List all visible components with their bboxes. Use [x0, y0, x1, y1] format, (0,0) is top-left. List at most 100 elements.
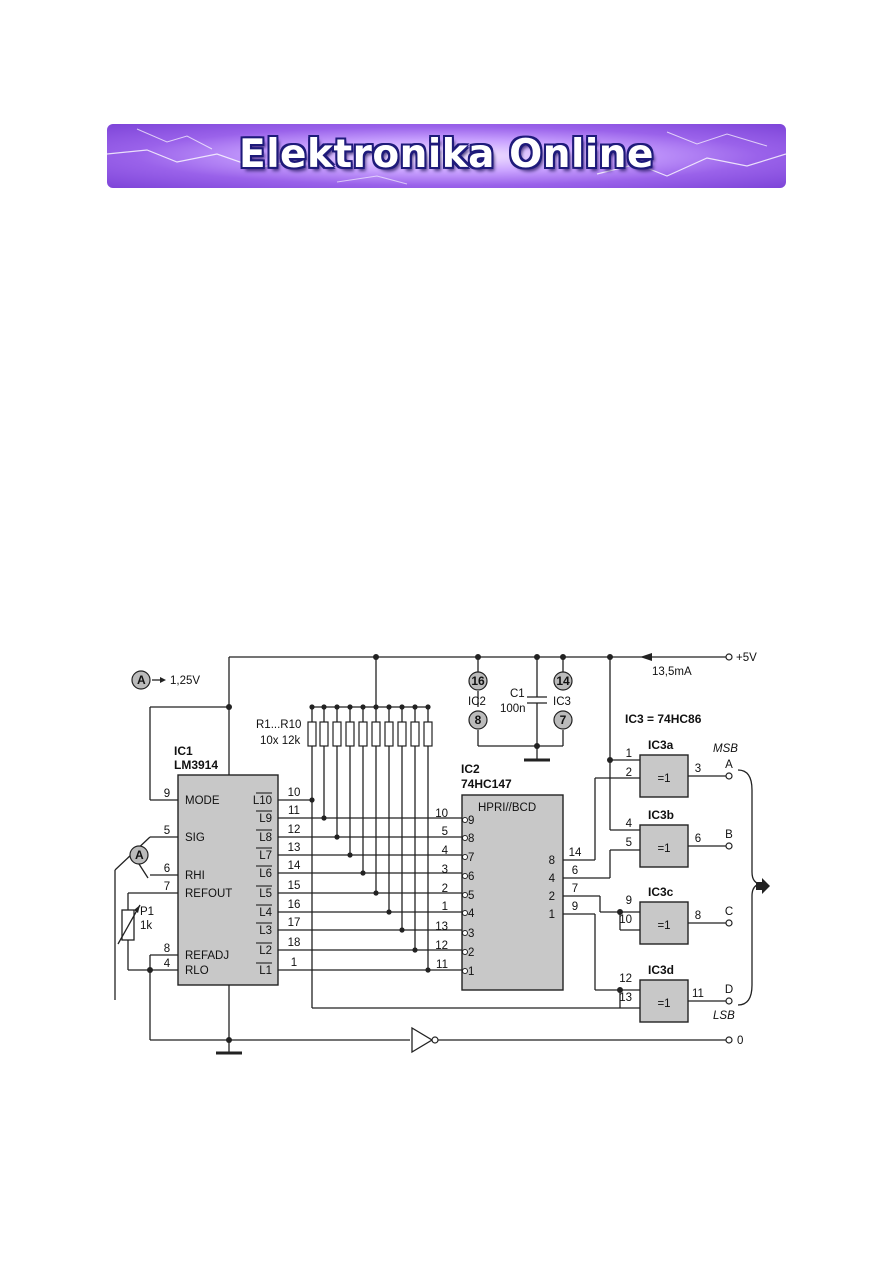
ic1-pin-name: SIG: [185, 832, 205, 844]
ic2-pin-num: 7: [572, 883, 578, 895]
ic2-input-label: 4: [468, 908, 475, 920]
ic1-output-label: L1: [259, 965, 272, 977]
junction-dot: [334, 704, 340, 710]
resistors-ref: R1...R10: [256, 719, 301, 731]
ic1-part: LM3914: [174, 758, 218, 772]
pot-value: 1k: [140, 920, 152, 932]
junction-dot: [373, 890, 379, 896]
gate-pin-num: 10: [619, 914, 632, 926]
ic1-pin-num: 11: [288, 805, 300, 817]
ic2-gnd-pin: 8: [475, 713, 482, 727]
invert-bubble: [462, 968, 468, 974]
ic1-pin-num: 6: [164, 863, 170, 875]
ic2-input-label: 8: [468, 833, 474, 845]
ic1-pin-num: 12: [288, 824, 301, 836]
junction-dot: [347, 852, 353, 858]
junction-dot: [386, 909, 392, 915]
ic1-pin-num: 15: [288, 880, 301, 892]
resistor: [371, 721, 381, 747]
ic1-pin-num: 1: [291, 957, 297, 969]
junction-dot: [321, 704, 327, 710]
output-terminal: [725, 842, 733, 850]
junction-dot: [373, 704, 379, 710]
lsb-label: LSB: [713, 1010, 735, 1022]
ic2-pin-num: 13: [435, 921, 448, 933]
xor-gate-body: [639, 901, 689, 945]
pot-ref: P1: [140, 906, 154, 918]
ic2-vcc-pin: 16: [471, 674, 485, 688]
invert-bubble: [462, 949, 468, 955]
output-terminal: [725, 772, 733, 780]
ic3-supply-label: IC3: [553, 696, 571, 708]
ic1-pin-name: RHI: [185, 870, 205, 882]
ic2-pin-num: 6: [572, 865, 578, 877]
ic1-pin-num: 14: [288, 860, 301, 872]
xor-gate-body: [639, 754, 689, 798]
cap-value: 100n: [500, 703, 526, 715]
ic1-output-label: L10: [253, 795, 272, 807]
resistor: [384, 721, 394, 747]
ic2-ref: IC2: [461, 762, 480, 776]
ic1-output-label: L8: [259, 832, 272, 844]
ic3-vcc-pin-marker: [553, 671, 573, 691]
gate-ref: IC3c: [648, 885, 674, 899]
output-terminal: [725, 919, 733, 927]
ic1-pin-num: 4: [164, 958, 171, 970]
ic1-pin-name: MODE: [185, 795, 220, 807]
gate-pin-num: 1: [626, 748, 632, 760]
invert-bubble: [462, 930, 468, 936]
gate-pin-num: 4: [626, 818, 633, 830]
cap-ref: C1: [510, 688, 525, 700]
ic2-input-label: 6: [468, 871, 474, 883]
ic2-input-label: 2: [468, 947, 474, 959]
invert-bubble: [462, 910, 468, 916]
ic1-pin-name: REFADJ: [185, 950, 229, 962]
ref-voltage: 1,25V: [170, 675, 200, 687]
ic1-output-label: L2: [259, 945, 272, 957]
ic1-pin-num: 5: [164, 825, 170, 837]
gate-symbol: =1: [657, 773, 670, 785]
ic2-input-label: 3: [468, 928, 474, 940]
ic2-pin-num: 3: [442, 864, 448, 876]
ic1-pin-num: 13: [288, 842, 301, 854]
ic2-gnd-pin-marker: [468, 710, 488, 730]
gate-ref: IC3b: [648, 808, 674, 822]
ic1-pin-num: 10: [288, 787, 301, 799]
resistor: [307, 721, 317, 747]
ref-point-label: A: [137, 673, 146, 687]
junction-dot: [360, 870, 366, 876]
ic2-pin-num: 2: [442, 883, 448, 895]
ref-point-label-2: A: [135, 848, 144, 862]
ic1-ref: IC1: [174, 744, 193, 758]
xor-gate-body: [639, 979, 689, 1023]
output-label: B: [725, 829, 733, 841]
ic2-body: [461, 794, 564, 991]
gate-symbol: =1: [657, 843, 670, 855]
gate-symbol: =1: [657, 998, 670, 1010]
ic2-pin-num: 5: [442, 826, 448, 838]
junction-dot: [399, 704, 405, 710]
xor-gate-body: [639, 824, 689, 868]
ic2-input-label: 9: [468, 815, 474, 827]
ic2-part: 74HC147: [461, 777, 512, 791]
ic3-gnd-pin: 7: [560, 713, 567, 727]
invert-bubble: [462, 817, 468, 823]
ic2-function: HPRI//BCD: [478, 802, 536, 814]
gate-pin-num: 11: [692, 988, 704, 1000]
gate-symbol: =1: [657, 920, 670, 932]
msb-label: MSB: [713, 743, 738, 755]
ic1-pin-num: 18: [288, 937, 301, 949]
gate-pin-num: 3: [695, 763, 701, 775]
ic3-note: IC3 = 74HC86: [625, 712, 702, 726]
resistor: [319, 721, 329, 747]
zero-label: 0: [737, 1035, 743, 1047]
ic2-output-label: 2: [549, 891, 555, 903]
junction-dot: [412, 947, 418, 953]
ic1-pin-num: 17: [288, 917, 301, 929]
resistors-value: 10x 12k: [260, 735, 301, 747]
gate-pin-num: 12: [619, 973, 632, 985]
resistor: [423, 721, 433, 747]
ic3-vcc-pin: 14: [556, 674, 570, 688]
ic2-output-label: 8: [549, 855, 555, 867]
